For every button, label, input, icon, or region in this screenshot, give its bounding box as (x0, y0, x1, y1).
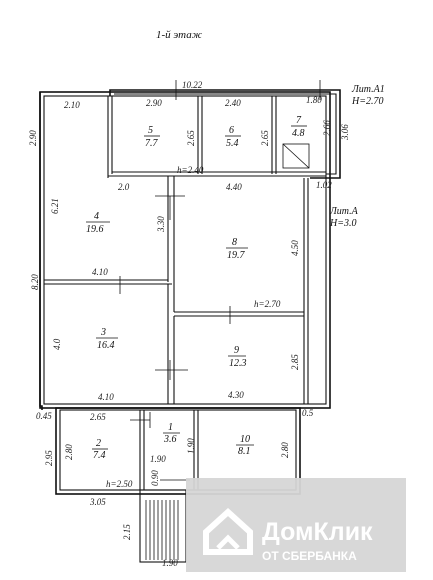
dim-1-02: 1.02 (316, 180, 332, 190)
dim-2-85: 2.85 (290, 354, 300, 370)
dim-2-80-b: 2.80 (280, 442, 290, 458)
dim-4-50: 4.50 (290, 240, 300, 256)
lit-a1-height: H=2.70 (351, 96, 383, 107)
dim-2-90-top: 2.90 (146, 98, 162, 108)
dim-2-65-c: 2.65 (90, 412, 106, 422)
room-6-area: 5.4 (226, 138, 239, 149)
room-1-area: 3.6 (163, 434, 177, 445)
room-5-area: 7.7 (145, 138, 159, 149)
dim-8-20: 8.20 (30, 274, 40, 290)
lit-a1-label: Лит.А1 (351, 84, 385, 95)
plan-title: 1-й этаж (156, 29, 203, 41)
dim-4-30: 4.30 (228, 390, 244, 400)
dim-0-5: 0.5 (302, 408, 314, 418)
room-7-number: 7 (296, 115, 302, 126)
dim-1-80: 1.80 (306, 95, 322, 105)
dim-1-90-b: 1.90 (186, 438, 196, 454)
room-9-number: 9 (234, 345, 239, 356)
lit-a-label: Лит.А (329, 206, 359, 217)
lit-a-height: H=3.0 (329, 218, 356, 229)
room-6-number: 6 (229, 125, 234, 136)
dim-top-total: 10.22 (182, 80, 203, 90)
dim-2-66: 2.66 (322, 120, 332, 136)
room-2-area: 7.4 (93, 450, 106, 461)
outer-walls (39, 89, 341, 563)
dim-0-90: 0.90 (150, 470, 160, 486)
dim-2-90-left: 2.90 (28, 130, 38, 146)
dim-0-45: 0.45 (36, 411, 52, 421)
dim-1-90-c: 1.90 (162, 558, 178, 568)
dim-2-95: 2.95 (44, 450, 54, 466)
watermark-sub: ОТ СБЕРБАНКА (262, 549, 357, 563)
dim-2-65-b: 2.65 (260, 130, 270, 146)
room-4-area: 19.6 (86, 224, 104, 235)
dim-h-2-70: h=2.70 (254, 299, 281, 309)
room-2-number: 2 (96, 438, 101, 449)
room-3-area: 16.4 (97, 340, 115, 351)
room-3-number: 3 (100, 327, 106, 338)
room-10-number: 10 (240, 434, 250, 445)
dim-6-21: 6.21 (50, 198, 60, 214)
dim-h-2-50: h=2.50 (106, 479, 133, 489)
dim-3-06: 3.06 (340, 124, 350, 141)
openings (119, 80, 321, 481)
room-9-area: 12.3 (229, 358, 247, 369)
domclick-watermark: ДомКлик ОТ СБЕРБАНКА (186, 478, 406, 572)
dim-4-10-b: 4.10 (98, 392, 114, 402)
dim-4-40: 4.40 (226, 182, 242, 192)
dim-h-2-40: h=2.40 (177, 165, 204, 175)
dim-4-10-a: 4.10 (92, 267, 108, 277)
house-logo-icon (203, 507, 253, 555)
dim-4-0: 4.0 (52, 338, 62, 350)
room-1-number: 1 (168, 422, 173, 433)
porch-steps (145, 500, 179, 560)
dim-3-30: 3.30 (156, 216, 166, 233)
room-8-number: 8 (232, 237, 237, 248)
interior-walls (44, 96, 326, 490)
room-labels: 5 7.7 6 5.4 7 4.8 4 19.6 8 19.7 3 16.4 9… (86, 115, 307, 461)
room-7-area: 4.8 (292, 128, 305, 139)
room-10-area: 8.1 (238, 446, 251, 457)
dim-3-05: 3.05 (89, 497, 106, 507)
watermark-brand: ДомКлик (262, 518, 373, 546)
dim-1-90-a: 1.90 (150, 454, 166, 464)
dim-2-0: 2.0 (118, 182, 130, 192)
dimensions: 10.22 2.10 2.90 2.40 1.80 h=2.40 2.0 4.4… (28, 80, 350, 568)
dim-2-10: 2.10 (64, 100, 80, 110)
room-5-number: 5 (148, 125, 153, 136)
dim-2-40-top: 2.40 (225, 98, 241, 108)
room-8-area: 19.7 (227, 250, 246, 261)
dim-2-15: 2.15 (122, 524, 132, 540)
dim-2-65-a: 2.65 (186, 130, 196, 146)
dim-2-80-a: 2.80 (64, 444, 74, 460)
room-4-number: 4 (94, 211, 99, 222)
